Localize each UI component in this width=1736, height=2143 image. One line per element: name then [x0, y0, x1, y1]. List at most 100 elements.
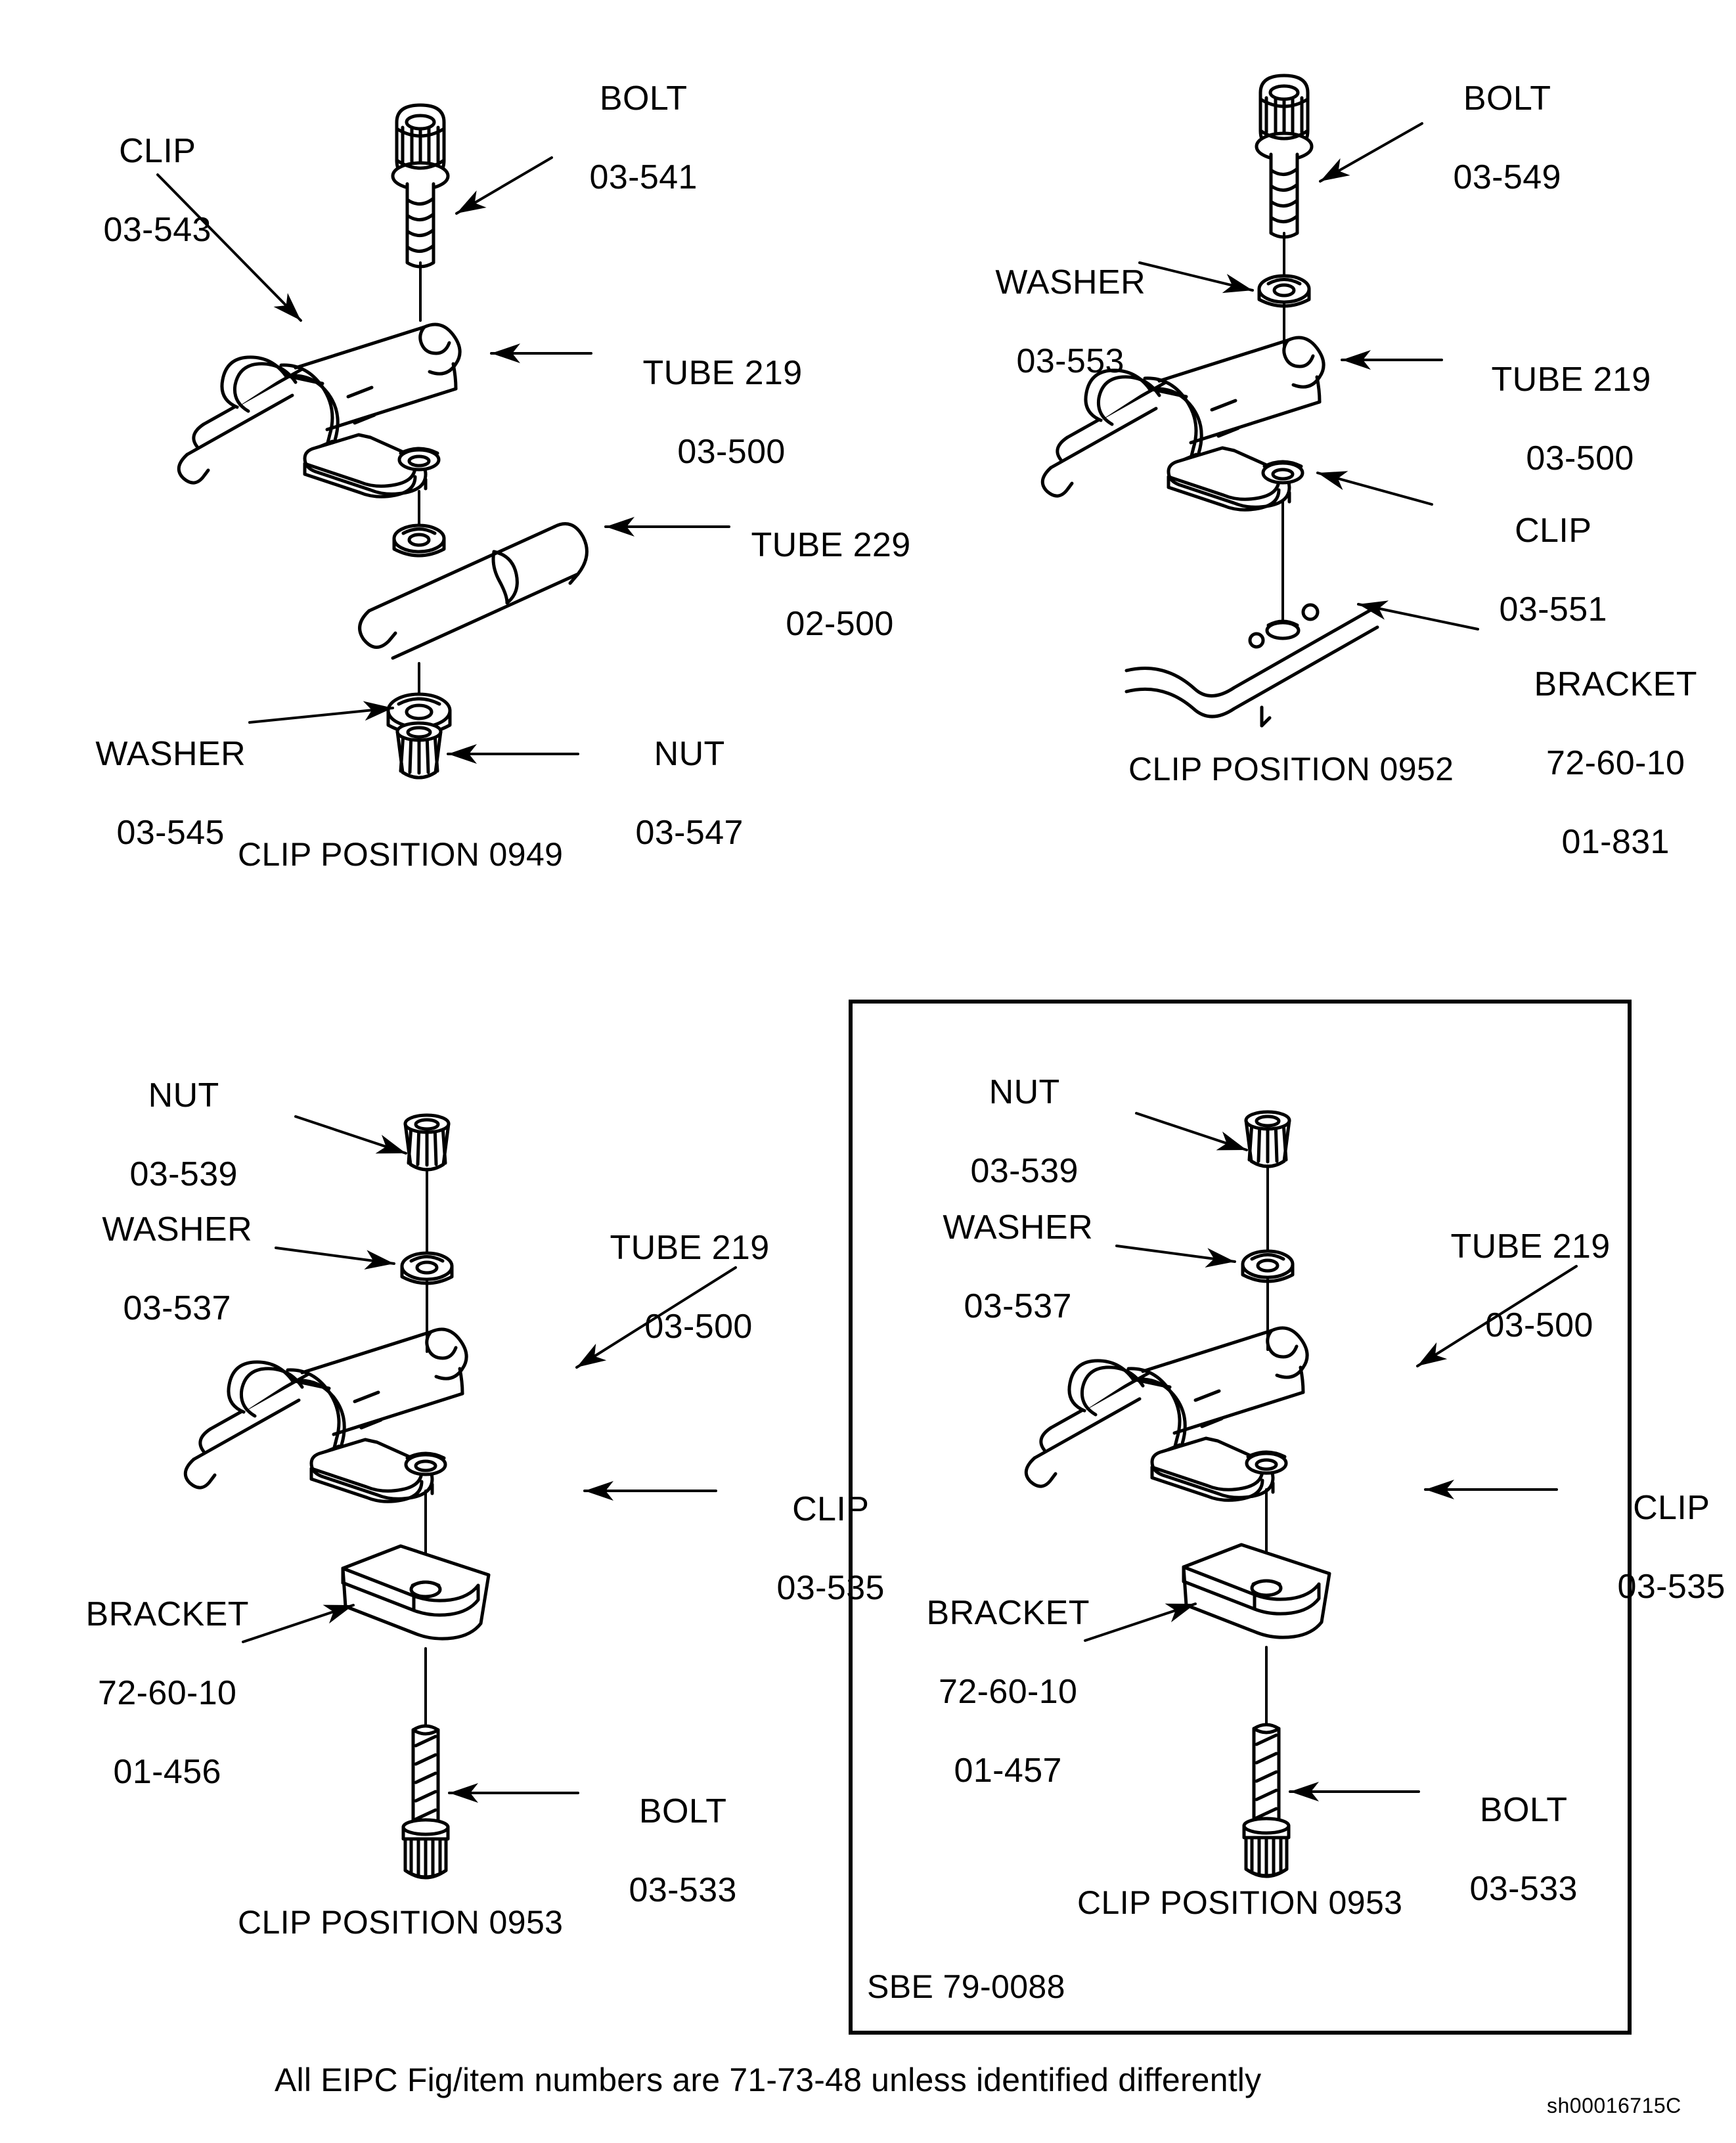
callout-ref2: 01-456 — [113, 1753, 221, 1791]
callout-ref: 03-535 — [1617, 1568, 1725, 1606]
leader-bracket-01-831 — [1356, 594, 1479, 630]
leader-tube219-0953L — [571, 1266, 737, 1376]
callout-clip-03-551: CLIP 03-551 — [1442, 472, 1626, 669]
sbe-note: SBE 79-0088 — [867, 1968, 1065, 2005]
callout-title: TUBE 219 — [1491, 361, 1651, 399]
callout-ref: 03-500 — [644, 1308, 753, 1346]
nut-03-539-graphic — [405, 1115, 449, 1170]
callout-ref: 03-537 — [123, 1289, 231, 1327]
callout-bolt-03-541: BOLT 03-541 — [532, 39, 716, 236]
callout-title: CLIP — [119, 132, 196, 170]
callout-title: BOLT — [638, 1792, 727, 1830]
callout-ref2: 01-457 — [954, 1752, 1062, 1790]
bolt-03-549-graphic — [1257, 76, 1312, 237]
callout-title: TUBE 219 — [1450, 1227, 1611, 1266]
panel-0953-boxed-artwork — [1026, 1112, 1578, 1876]
drawing-number: sh00016715C — [1547, 2094, 1681, 2117]
callout-ref: 03-537 — [964, 1287, 1072, 1325]
leader-tube219-0953B — [1412, 1265, 1578, 1375]
callout-title: WASHER — [995, 263, 1146, 301]
leader-clip-03-551 — [1315, 464, 1433, 506]
washer-03-553-graphic — [1259, 276, 1309, 306]
panel-0953-left-artwork — [185, 1115, 737, 1878]
callout-ref: 72-60-10 — [98, 1674, 237, 1712]
leader-tube219-0952 — [1342, 350, 1443, 370]
tube-clip-assembly-graphic — [179, 324, 460, 497]
leader-bracket-01-457 — [1084, 1595, 1199, 1642]
callout-ref: 03-551 — [1499, 590, 1607, 629]
callout-clip-03-535-left: CLIP 03-535 — [719, 1450, 903, 1647]
callout-washer-03-537-boxed: WASHER 03-537 — [893, 1168, 1103, 1365]
callout-title: BRACKET — [926, 1594, 1090, 1632]
washer-03-537-graphic — [402, 1253, 452, 1283]
leader-washer-03-553 — [1138, 261, 1255, 300]
callout-title: WASHER — [95, 735, 246, 773]
leader-bolt-03-541 — [452, 156, 553, 222]
callout-ref: 03-539 — [129, 1155, 238, 1193]
callout-bolt-03-533-boxed: BOLT 03-533 — [1412, 1751, 1596, 1948]
callout-title: CLIP — [1515, 512, 1592, 550]
bolt-03-533-graphic — [403, 1726, 448, 1878]
leader-bolt-03-533-left — [449, 1783, 579, 1803]
leader-nut-03-539 — [294, 1115, 409, 1162]
leader-tube219-03-541 — [491, 343, 592, 363]
callout-washer-03-537-left: WASHER 03-537 — [53, 1170, 263, 1367]
leader-bolt-03-533-boxed — [1290, 1782, 1420, 1801]
callout-bolt-03-549: BOLT 03-549 — [1396, 39, 1580, 236]
callout-tube219-0952: TUBE 219 03-500 — [1453, 320, 1736, 518]
leader-washer-03-537 — [275, 1247, 395, 1273]
callout-tube229-02-500: TUBE 229 02-500 — [713, 486, 1002, 683]
leader-clip-03-535-boxed — [1425, 1480, 1558, 1499]
tube-229-graphic — [358, 522, 589, 660]
callout-ref: 03-549 — [1453, 158, 1561, 196]
bracket-72-60-10-01-831-graphic — [1126, 606, 1377, 726]
leader-nut-03-547 — [448, 744, 579, 764]
leader-nut-03-539-boxed — [1135, 1112, 1250, 1159]
callout-title: TUBE 219 — [610, 1229, 770, 1267]
callout-ref: 03-541 — [589, 158, 698, 196]
callout-title: CLIP — [792, 1490, 870, 1528]
callout-title: BOLT — [1463, 79, 1551, 118]
bolt-03-541-graphic — [393, 105, 448, 267]
callout-tube219-0953-boxed: TUBE 219 03-500 — [1412, 1187, 1701, 1384]
caption-clip-position-0953-boxed: CLIP POSITION 0953 — [1077, 1884, 1403, 1921]
callout-ref: 03-545 — [116, 814, 225, 852]
callout-ref: 03-500 — [677, 433, 786, 471]
panel-0952-artwork — [1042, 58, 1479, 726]
callout-clip-03-543: CLIP 03-543 — [46, 92, 230, 289]
caption-clip-position-0949: CLIP POSITION 0949 — [238, 836, 564, 873]
nut-03-547-graphic — [397, 723, 441, 778]
callout-bracket-01-831: BRACKET 72-60-10 01-831 — [1475, 625, 1718, 901]
callout-ref: 03-539 — [970, 1152, 1079, 1190]
callout-title: NUT — [654, 735, 725, 773]
callout-title: BRACKET — [1534, 665, 1697, 703]
callout-title: WASHER — [102, 1210, 253, 1248]
callout-ref: 02-500 — [786, 605, 894, 643]
callout-ref: 03-533 — [629, 1871, 737, 1909]
panel-0949-artwork — [156, 105, 730, 778]
callout-nut-03-539-left: NUT 03-539 — [72, 1036, 256, 1233]
leader-washer-03-537-boxed — [1115, 1245, 1236, 1271]
callout-ref2: 01-831 — [1561, 823, 1670, 861]
callout-clip-03-535-boxed: CLIP 03-535 — [1560, 1449, 1736, 1646]
callout-title: NUT — [148, 1076, 219, 1115]
callout-title: TUBE 229 — [751, 526, 911, 564]
sbe-callout-box — [849, 1000, 1632, 2035]
callout-washer-03-545: WASHER 03-545 — [46, 695, 256, 892]
callout-ref: 03-535 — [776, 1569, 885, 1607]
callout-ref: 03-500 — [1526, 439, 1634, 477]
callout-nut-03-547: NUT 03-547 — [578, 695, 762, 892]
bracket-01-456-graphic — [343, 1546, 489, 1639]
leader-clip-03-535 — [585, 1481, 717, 1501]
leader-clip-03-543 — [156, 173, 308, 327]
callout-ref: 03-547 — [635, 814, 744, 852]
callout-title: BRACKET — [85, 1595, 249, 1633]
callout-tube219-0949: TUBE 219 03-500 — [604, 314, 893, 511]
callout-ref: 03-500 — [1485, 1306, 1593, 1344]
leader-bolt-03-549 — [1316, 122, 1423, 190]
callout-title: CLIP — [1633, 1489, 1710, 1527]
callout-ref: 72-60-10 — [1546, 744, 1685, 782]
callout-ref: 03-543 — [103, 211, 211, 249]
